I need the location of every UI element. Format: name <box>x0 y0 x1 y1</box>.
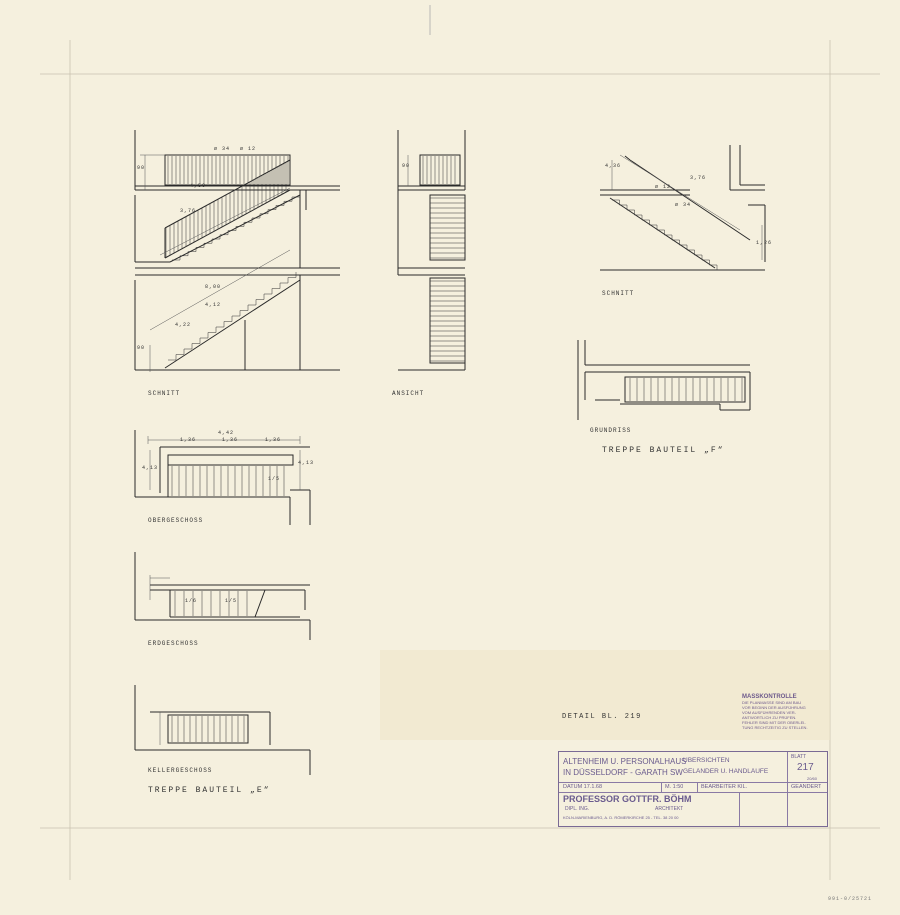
archive-number: 991-0/25721 <box>828 896 873 902</box>
architect-degree: DIPL. ING. <box>565 806 590 812</box>
plan-ground <box>134 552 311 640</box>
architect-title: ARCHITEKT <box>655 806 684 812</box>
plan-upper <box>134 430 311 525</box>
dim-text: 1,26 <box>756 240 773 246</box>
label-erdgeschoss: ERDGESCHOSS <box>148 640 199 647</box>
label-schnitt-e: SCHNITT <box>148 390 181 397</box>
stamp-line: FEHLER SIND MIT DER OBERLEI- <box>742 720 806 725</box>
dim-text: 8,00 <box>205 284 222 290</box>
dim-text: 90 <box>137 345 146 351</box>
dim-text: 90 <box>137 165 146 171</box>
dim-text: 4,12 <box>205 302 222 308</box>
label-schnitt-f: SCHNITT <box>602 290 635 297</box>
title-treppe-f: TREPPE BAUTEIL „F“ <box>602 446 725 455</box>
architect-name: PROFESSOR GOTTFR. BÖHM <box>563 794 692 804</box>
elevation <box>397 130 466 371</box>
content-line-1: ÜBERSICHTEN <box>683 757 730 764</box>
project-line-1: ALTENHEIM U. PERSONALHAUS <box>563 757 687 766</box>
revised: GEÄNDERT <box>791 784 822 790</box>
drafter: BEARBEITER KIL. <box>701 784 748 790</box>
dim-text: 1/5 <box>268 476 281 482</box>
title-block: ALTENHEIM U. PERSONALHAUS IN DÜSSELDORF … <box>558 751 828 827</box>
dim-text: 3,76 <box>180 208 197 214</box>
dim-text: 4,13 <box>142 465 159 471</box>
content-line-2: GELÄNDER U. HANDLÄUFE <box>683 768 769 775</box>
stamp-line: TUNG RECHTZEITIG ZU STELLEN. <box>742 725 808 730</box>
stamp-title: MASSKONTROLLE <box>742 694 797 700</box>
dim-text: 1,36 <box>180 437 197 443</box>
dim-text: ø 12 <box>240 146 257 152</box>
scale: M. 1:50 <box>665 784 684 790</box>
architect-address: KÖLN-MARIENBURG, A. D. RÖMERKIRCHE 25 - … <box>563 815 679 820</box>
masskontrolle-stamp: MASSKONTROLLE DIE PLANMASSE SIND AM BAU … <box>742 694 826 730</box>
dim-text: ø 34 <box>675 202 692 208</box>
dim-text: ø 12 <box>655 184 672 190</box>
dim-text: 4,50 <box>190 183 207 189</box>
label-ansicht: ANSICHT <box>392 390 425 397</box>
dim-text: 1,36 <box>265 437 282 443</box>
label-obergeschoss: OBERGESCHOSS <box>148 517 204 524</box>
label-kellergeschoss: KELLERGESCHOSS <box>148 767 213 774</box>
sheet-subnumber: 20/60 <box>807 776 818 781</box>
title-treppe-e: TREPPE BAUTEIL „E“ <box>148 786 271 795</box>
stamp-line: VOM AUSFÜHRENDEN VER- <box>742 710 797 715</box>
sheet-label: BLATT <box>791 754 807 760</box>
dim-text: 4,13 <box>298 460 315 466</box>
dim-text: 1,36 <box>222 437 239 443</box>
stamp-line: VOR BEGINN DER AUSFÜHRUNG <box>742 705 806 710</box>
stamp-line: ANTWORTLICH ZU PRÜFEN. <box>742 715 797 720</box>
sheet-number: 217 <box>797 762 814 773</box>
label-grundriss: GRUNDRISS <box>590 427 632 434</box>
date: DATUM 17.1.68 <box>563 784 603 790</box>
project-line-2: IN DÜSSELDORF - GARATH SW <box>563 768 683 777</box>
dim-text: 4,36 <box>605 163 622 169</box>
dim-text: ø 34 <box>214 146 231 152</box>
plan-f <box>577 340 751 420</box>
dim-text: 4,42 <box>218 430 235 436</box>
dim-text: 3,76 <box>690 175 707 181</box>
stamp-line: DIE PLANMASSE SIND AM BAU <box>742 700 802 705</box>
dim-text: 1/6 <box>185 598 198 604</box>
section-f <box>600 145 766 271</box>
detail-reference: DETAIL BL. 219 <box>562 713 642 721</box>
plan-basement <box>134 685 311 775</box>
dim-text: 4,22 <box>175 322 192 328</box>
dim-text: 1/5 <box>225 598 238 604</box>
dim-text: 90 <box>402 163 411 169</box>
